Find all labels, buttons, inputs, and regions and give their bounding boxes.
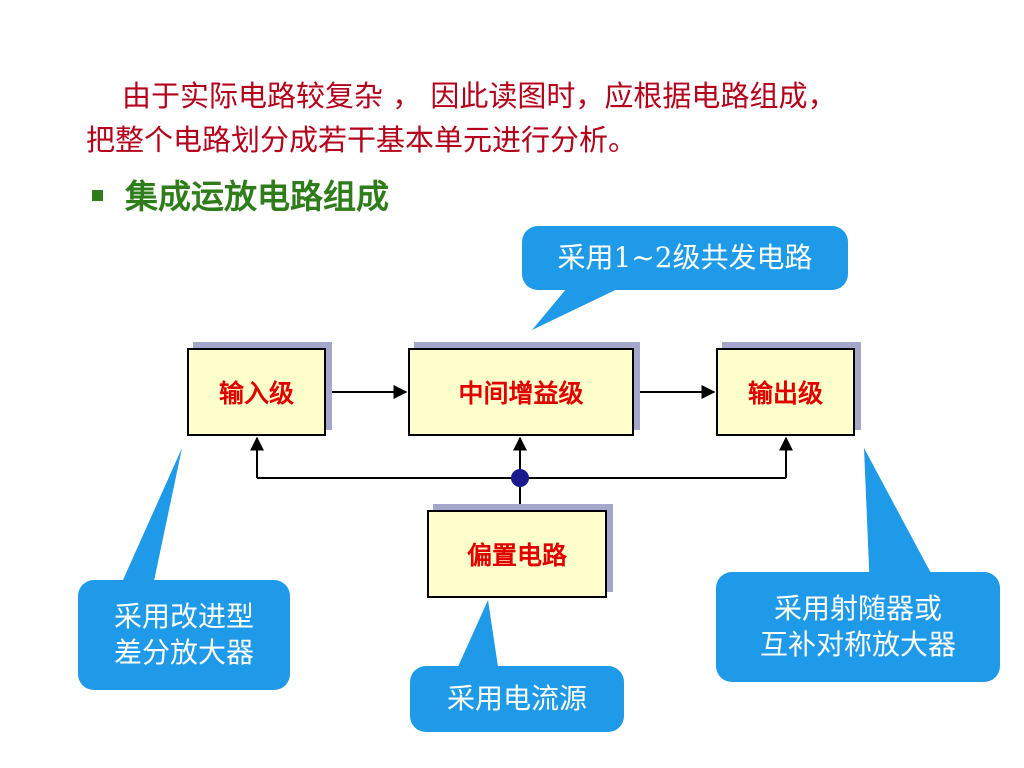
callout-left-line-2: 差分放大器 — [113, 636, 254, 669]
callout-bottom-text: 采用电流源 — [446, 682, 587, 715]
callout-left: 采用改进型 差分放大器 — [78, 580, 290, 690]
input-stage-label: 输入级 — [218, 379, 294, 408]
callout-left-line-1: 采用改进型 — [113, 600, 254, 633]
section-heading: 集成运放电路组成 — [92, 170, 389, 218]
square-bullet-icon — [92, 189, 103, 201]
callout-bottom-tail — [452, 600, 500, 680]
output-stage-block: 输出级 — [716, 348, 855, 436]
output-stage-label: 输出级 — [747, 379, 823, 408]
junction-dot — [511, 469, 529, 487]
middle-gain-stage-block: 中间增益级 — [408, 348, 634, 436]
intro-line-2: 把整个电路划分成若干基本单元进行分析。 — [86, 123, 638, 157]
callout-right: 采用射随器或 互补对称放大器 — [716, 572, 1000, 682]
callout-right-line-1: 采用射随器或 — [773, 592, 942, 625]
intro-text: 由于实际电路较复杂 ， 因此读图时，应根据电路组成， 把整个电路划分成若干基本单… — [86, 74, 966, 162]
callout-top-tail — [532, 282, 632, 330]
callout-bottom: 采用电流源 — [410, 666, 624, 732]
section-heading-text: 集成运放电路组成 — [125, 177, 389, 216]
callout-top: 采用1~2级共发电路 — [522, 226, 848, 290]
bias-circuit-label: 偏置电路 — [466, 541, 567, 570]
bias-circuit-block: 偏置电路 — [427, 510, 607, 598]
callout-left-tail — [114, 448, 182, 600]
callout-right-tail — [864, 448, 940, 590]
middle-gain-stage-label: 中间增益级 — [458, 379, 584, 408]
input-stage-block: 输入级 — [187, 348, 326, 436]
callout-right-line-2: 互补对称放大器 — [759, 628, 956, 661]
callout-top-text: 采用1~2级共发电路 — [557, 241, 813, 274]
intro-line-1: 由于实际电路较复杂 ， 因此读图时，应根据电路组成， — [122, 79, 837, 113]
